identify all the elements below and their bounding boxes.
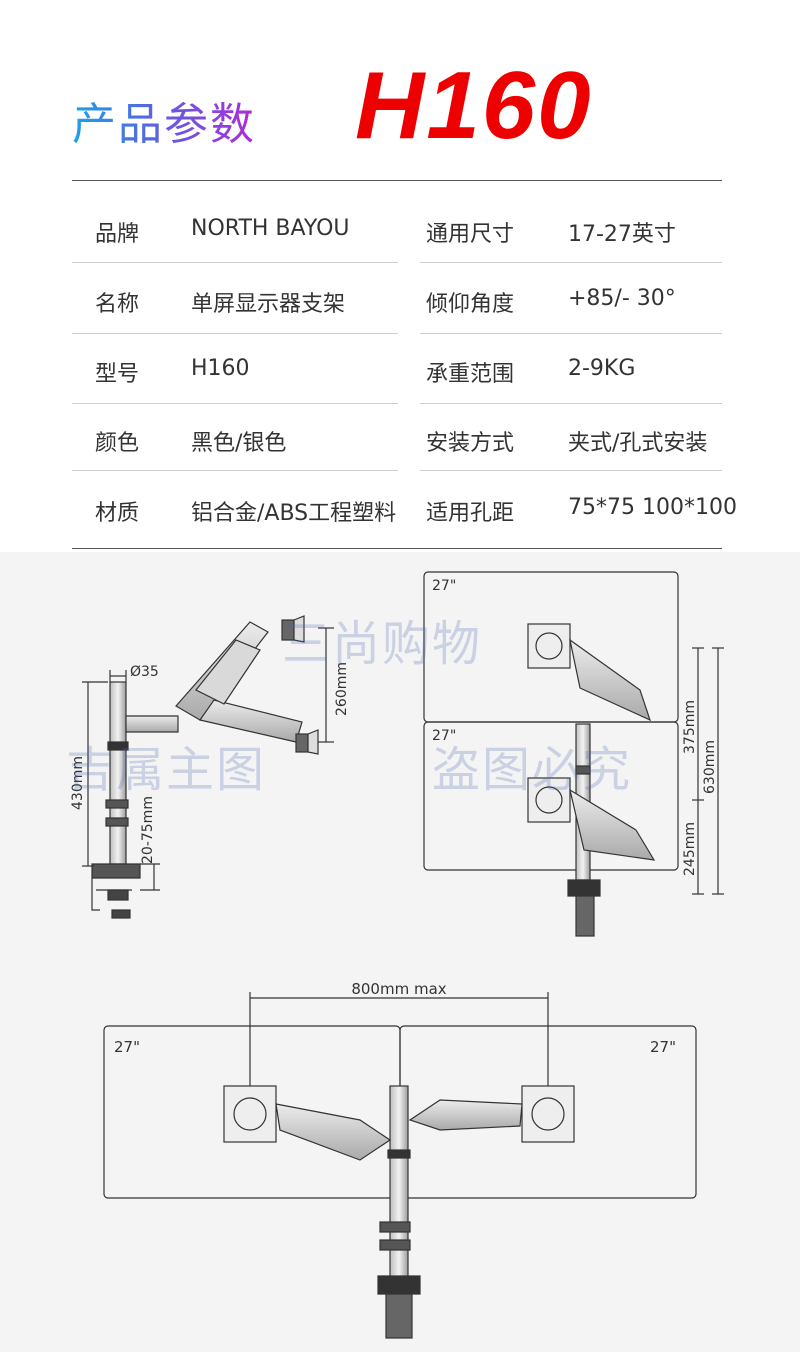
screen-bottom-label: 27" xyxy=(432,728,456,744)
spec-value-name: 单屏显示器支架 xyxy=(191,292,346,317)
right-screen-label: 27" xyxy=(650,1038,676,1056)
watermark-text: 三尚购物 xyxy=(282,616,483,672)
spec-value-material: 铝合金/ABS工程塑料 xyxy=(191,501,397,526)
dual-view xyxy=(103,992,697,1339)
spec-label-tilt: 倾仰角度 xyxy=(426,292,515,317)
row-divider xyxy=(420,333,722,334)
row-divider xyxy=(72,333,398,334)
span-label: 800mm max xyxy=(351,980,446,998)
section-title-text: 产品参数 xyxy=(72,88,256,152)
spec-label-size: 通用尺寸 xyxy=(426,222,515,247)
spec-value-size: 17-27英寸 xyxy=(568,222,676,247)
side-view xyxy=(82,615,334,919)
row-divider xyxy=(420,262,722,263)
desk-thickness-label: 20-75mm xyxy=(140,796,156,864)
screen-top-label: 27" xyxy=(432,578,456,594)
height-375-label: 375mm xyxy=(682,700,698,754)
spec-value-mount: 夹式/孔式安装 xyxy=(568,431,708,456)
dimension-drawing: Ø35 430mm 20-75mm 260mm 27" 27" 375mm 63… xyxy=(70,571,724,1339)
spec-label-model: 型号 xyxy=(95,362,140,387)
spec-label-vesa: 适用孔距 xyxy=(426,501,515,526)
watermark-text: 盗图必究 xyxy=(432,742,633,798)
height-630-label: 630mm xyxy=(702,740,718,794)
section-title: 产品参数 xyxy=(72,88,256,152)
left-screen-label: 27" xyxy=(114,1038,140,1056)
table-bottom-rule xyxy=(72,548,722,549)
row-divider xyxy=(72,470,398,471)
spec-value-load: 2-9KG xyxy=(568,356,636,381)
spec-label-brand: 品牌 xyxy=(95,222,140,247)
row-divider xyxy=(420,470,722,471)
height-245-label: 245mm xyxy=(682,822,698,876)
spec-label-mount: 安装方式 xyxy=(426,431,515,456)
spec-label-color: 颜色 xyxy=(95,431,140,456)
spec-value-vesa: 75*75 100*100 xyxy=(568,495,737,520)
spec-label-name: 名称 xyxy=(95,292,140,317)
pole-diameter-label: Ø35 xyxy=(130,664,159,680)
row-divider xyxy=(72,403,398,404)
dimension-diagram: Ø35 430mm 20-75mm 260mm 27" 27" 375mm 63… xyxy=(0,552,800,1352)
spec-value-color: 黑色/银色 xyxy=(191,431,287,456)
spec-value-brand: NORTH BAYOU xyxy=(191,216,350,241)
table-top-rule xyxy=(72,180,722,181)
spec-value-model: H160 xyxy=(191,356,250,381)
arm-lift-label: 260mm xyxy=(334,662,350,716)
spec-value-tilt: +85/- 30° xyxy=(568,286,676,311)
spec-label-load: 承重范围 xyxy=(426,362,515,387)
height-view xyxy=(423,571,724,937)
total-height-label: 430mm xyxy=(70,756,86,810)
row-divider xyxy=(420,403,722,404)
header: 产品参数 H160 xyxy=(0,0,800,180)
watermark-text: 吉属主图 xyxy=(66,742,267,798)
model-heading: H160 xyxy=(355,52,593,159)
spec-label-material: 材质 xyxy=(95,501,140,526)
row-divider xyxy=(72,262,398,263)
